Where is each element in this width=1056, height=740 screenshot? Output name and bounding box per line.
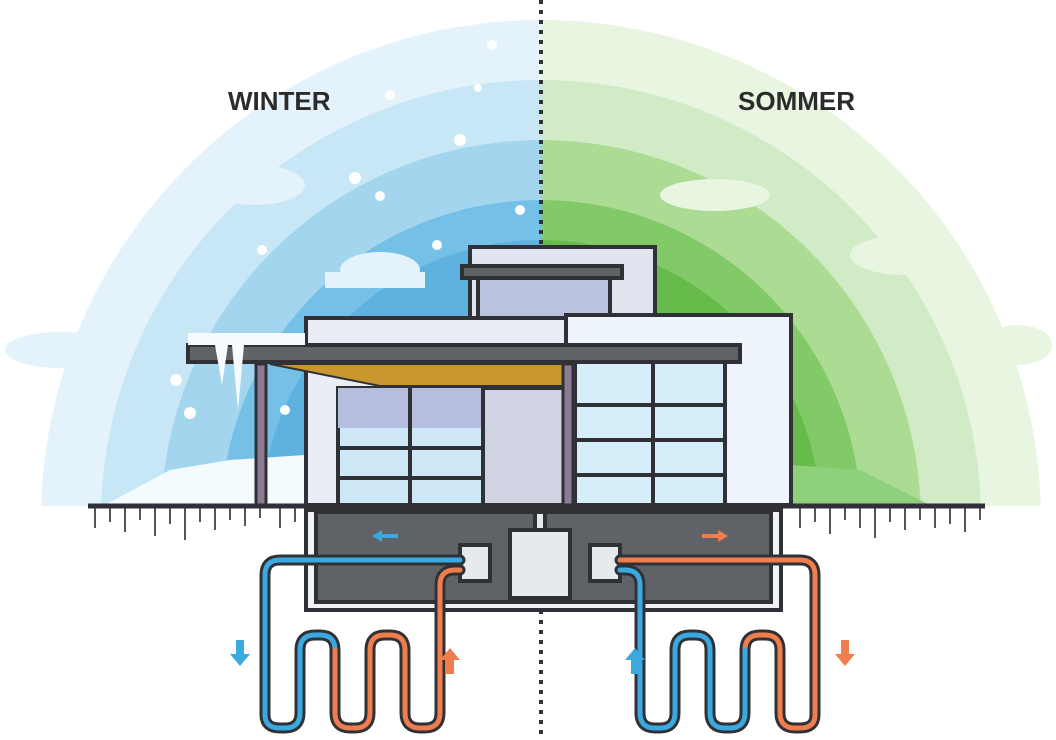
winter-label: WINTER <box>228 86 331 116</box>
cloud-icon <box>660 179 1052 365</box>
basement <box>304 508 783 612</box>
heat-exchanger-left <box>458 543 492 583</box>
arrow-right-icon <box>702 530 728 542</box>
cloud-icon <box>5 165 425 368</box>
arrow-down-icon <box>230 640 250 666</box>
ground-loop-pipes <box>259 554 821 734</box>
ground-roots <box>94 508 981 540</box>
snowflakes <box>170 40 525 419</box>
arrow-up-icon <box>625 648 645 674</box>
summer-label: SOMMER <box>738 86 855 116</box>
house <box>186 245 793 507</box>
heat-pump-unit <box>508 528 572 600</box>
grass-hill <box>790 465 930 505</box>
arrow-down-icon <box>835 640 855 666</box>
arrow-up-icon <box>440 648 460 674</box>
arrow-left-icon <box>372 530 398 542</box>
